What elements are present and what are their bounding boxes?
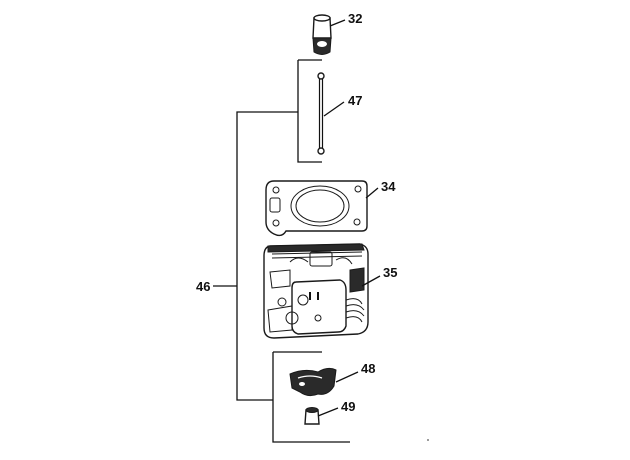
callout-34: 34 <box>381 179 396 194</box>
part-47-push-rod <box>317 72 345 155</box>
callout-35: 35 <box>383 265 397 280</box>
group-bracket-46 <box>213 59 350 443</box>
part-35-cylinder-head <box>263 243 381 339</box>
part-34-head-gasket <box>265 180 379 237</box>
part-49-fitting <box>304 407 339 425</box>
part-48-gasket <box>289 367 359 397</box>
callout-48: 48 <box>361 361 375 376</box>
part-32-valve-cap <box>312 14 346 55</box>
speck <box>427 439 429 441</box>
callout-47: 47 <box>348 93 362 108</box>
callout-32: 32 <box>348 11 362 26</box>
callout-49: 49 <box>341 399 355 414</box>
callout-46: 46 <box>196 279 210 294</box>
